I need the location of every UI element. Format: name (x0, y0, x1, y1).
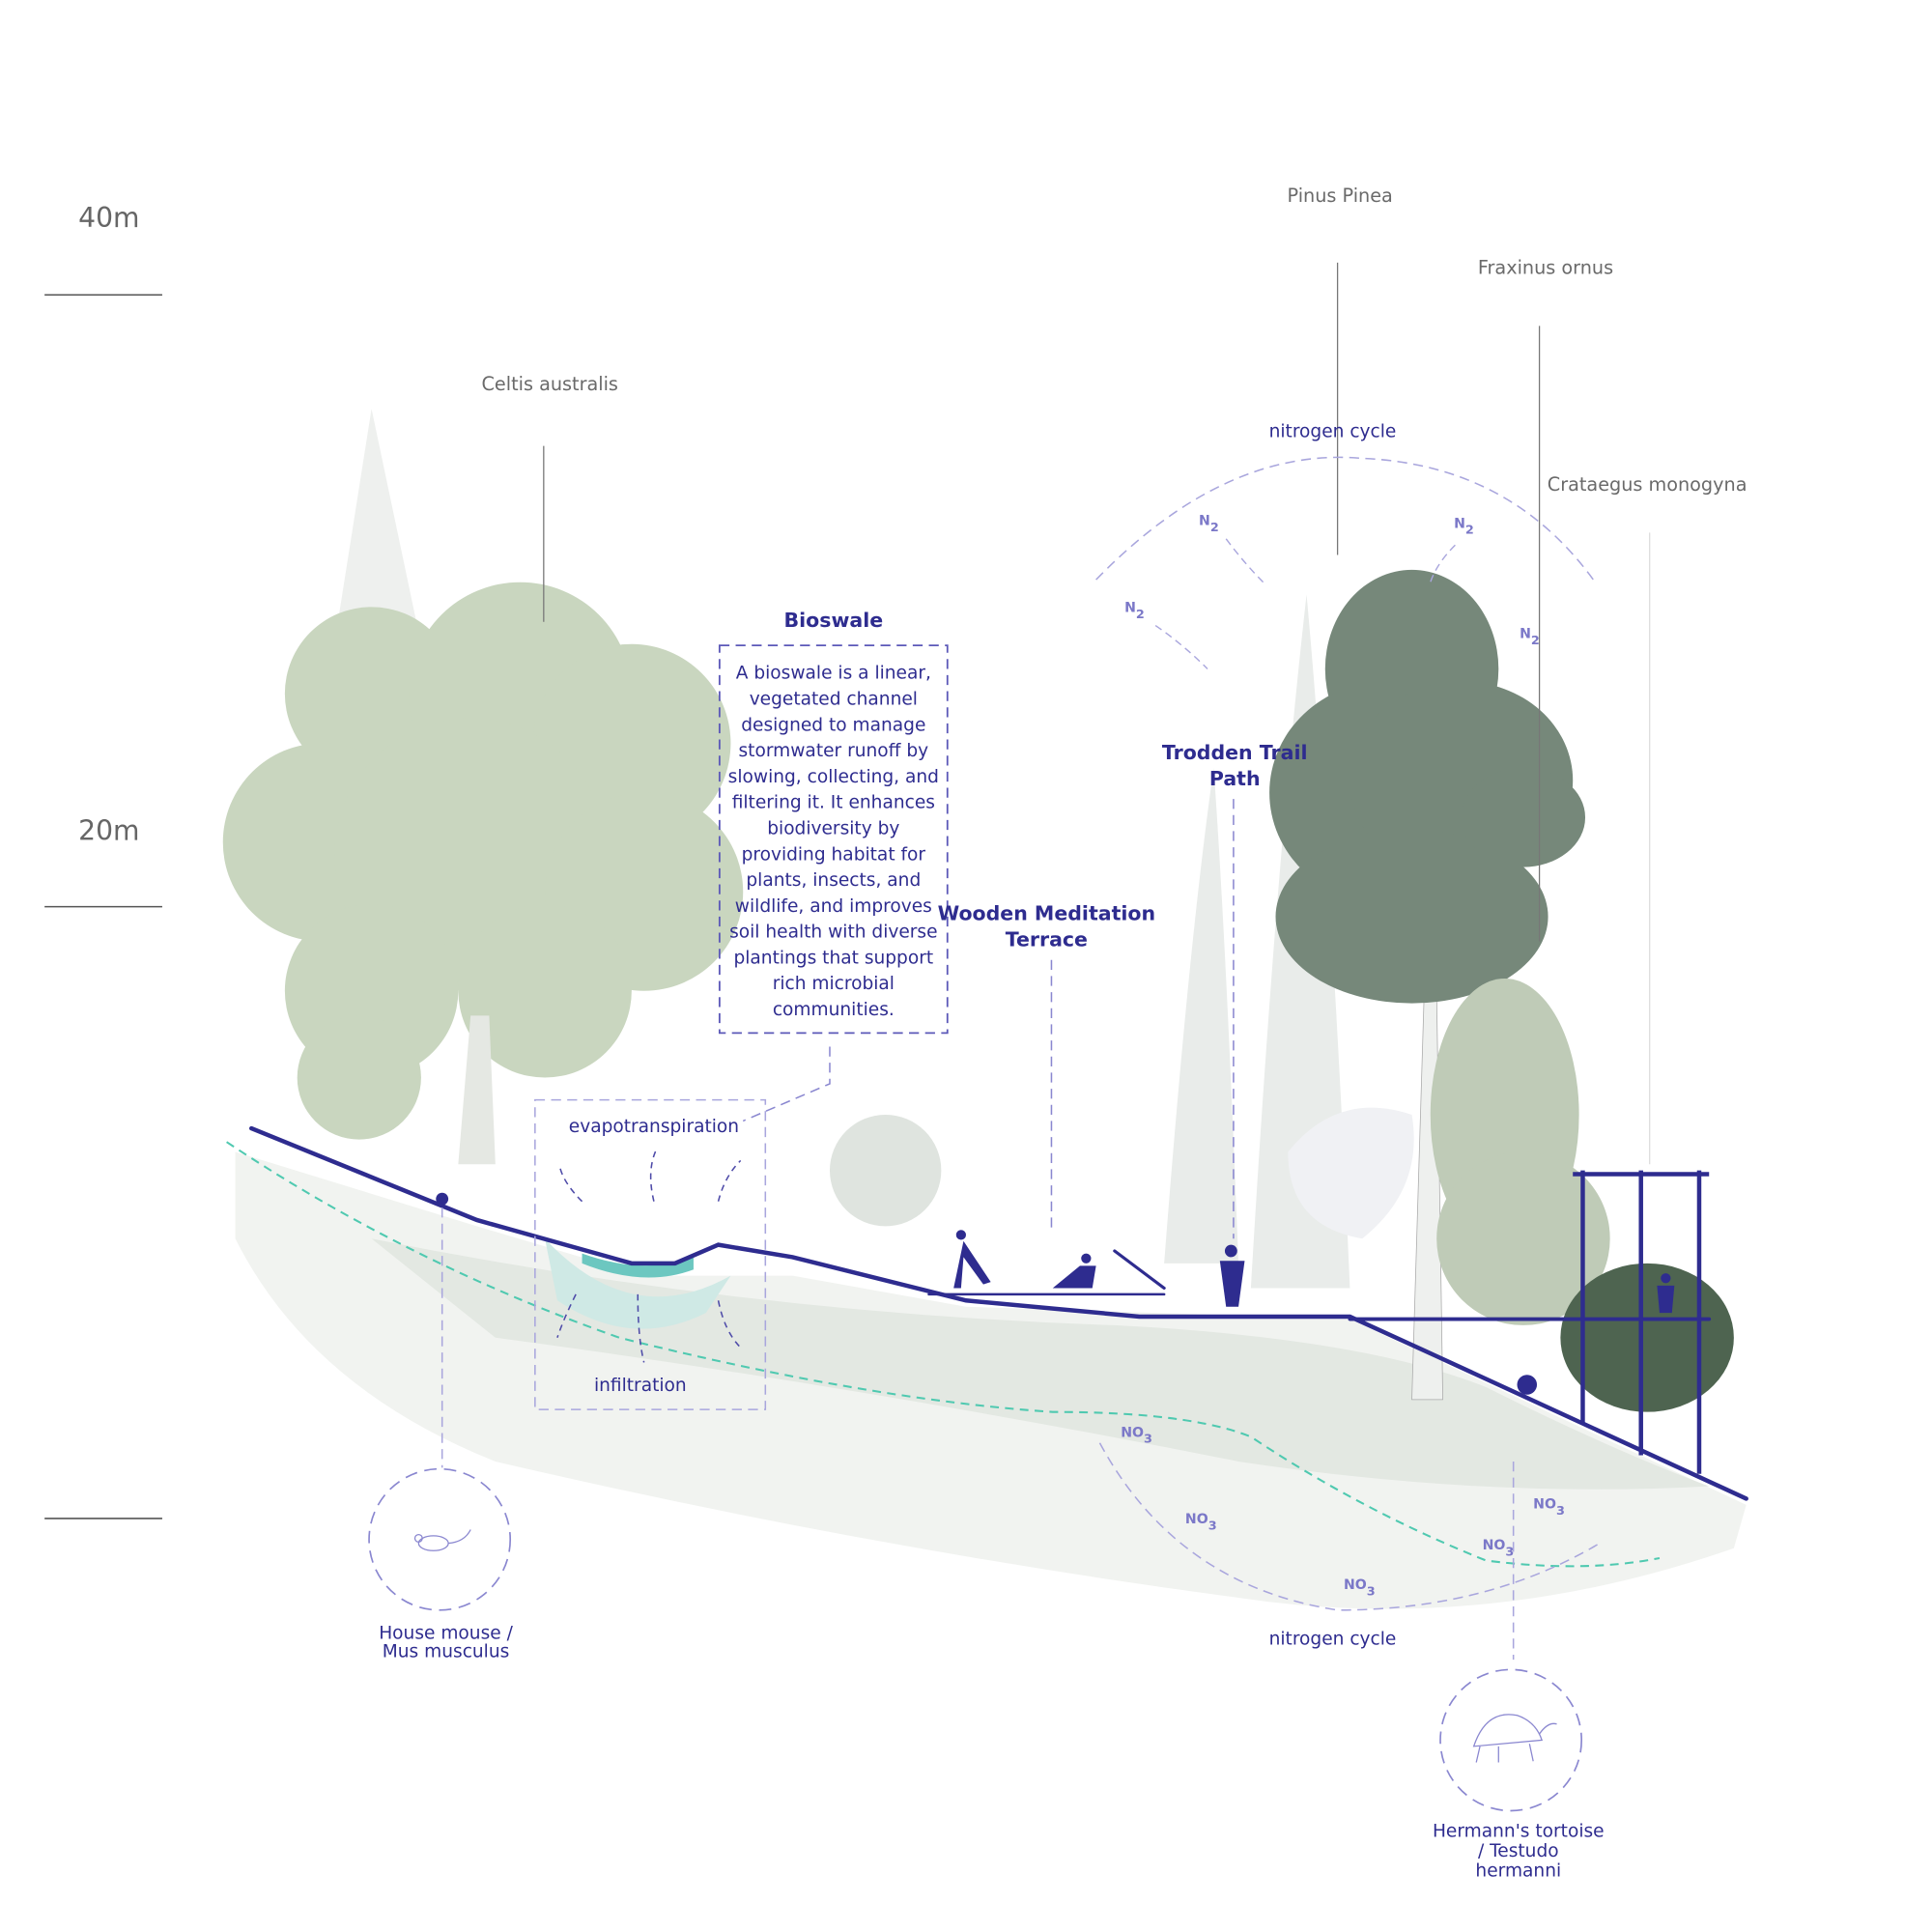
svg-text:NO3: NO3 (1185, 1512, 1217, 1533)
person-icon (955, 1230, 966, 1240)
people-figures (436, 1192, 1675, 1395)
crataegus-tree (1430, 978, 1610, 1325)
mouse-callout: House mouse / Mus musculus (368, 1207, 514, 1662)
tortoise-label-line1: Hermann's tortoise (1433, 1821, 1605, 1841)
person-icon (1517, 1375, 1538, 1395)
tortoise-label-line3: hermanni (1475, 1860, 1561, 1881)
infiltration-label: infiltration (594, 1376, 687, 1396)
tortoise-icon (1472, 1714, 1557, 1763)
mouse-label-line2: Mus musculus (383, 1642, 510, 1662)
person-icon (1081, 1253, 1092, 1264)
bioswale-description-line: plantings that support (733, 948, 933, 968)
plant-labels: Celtis australis Pinus Pinea Fraxinus or… (481, 185, 1747, 1165)
bioswale-description-line: soil health with diverse (729, 923, 937, 943)
svg-text:N2: N2 (1124, 600, 1145, 621)
nitrogen-cycle-top: nitrogen cycle N2 N2 N2 N2 (1095, 422, 1596, 669)
person-icon (1661, 1273, 1671, 1284)
svg-text:NO3: NO3 (1483, 1538, 1515, 1559)
bioswale-title: Bioswale (784, 609, 884, 632)
bioswale-description-line: stormwater runoff by (739, 741, 929, 761)
svg-text:NO3: NO3 (1344, 1577, 1376, 1599)
bioswale-description-line: providing habitat for (742, 844, 926, 865)
nitrogen-cycle-label-bottom: nitrogen cycle (1269, 1630, 1397, 1650)
nitrogen-cycle-bottom: nitrogen cycle NO3 NO3 NO3 NO3 NO3 (1098, 1425, 1599, 1650)
water-flow-arrow (226, 1141, 1661, 1568)
svg-text:NO3: NO3 (1121, 1425, 1152, 1446)
cyclist-icon (1219, 1261, 1245, 1307)
trail-callout: Trodden Trail Path (1162, 741, 1308, 1239)
bioswale-description-line: vegetated channel (750, 690, 918, 710)
bioswale-description-line: wildlife, and improves (735, 896, 932, 917)
trail-label-line1: Trodden Trail (1162, 741, 1308, 764)
tortoise-label-line2: / Testudo (1478, 1841, 1559, 1861)
shrub-dark (1560, 1263, 1734, 1412)
mouse-marker (436, 1192, 449, 1206)
nitrogen-cycle-label-top: nitrogen cycle (1269, 422, 1397, 442)
svg-text:N2: N2 (1199, 514, 1219, 535)
height-scale: 40m 20m (44, 202, 162, 1519)
bioswale-description-line: biodiversity by (767, 818, 899, 838)
bioswale-description-line: A bioswale is a linear, (736, 664, 931, 684)
person-icon (1657, 1285, 1675, 1314)
scale-label-40m: 40m (78, 202, 139, 234)
terrace-label-line2: Terrace (1006, 928, 1088, 951)
nitrogen-arc-arrow (1095, 456, 1596, 583)
bioswale-detail-frame (534, 1098, 767, 1410)
nitrogen-arc-arrow (1098, 1442, 1599, 1611)
evapotranspiration-label: evapotranspiration (569, 1117, 739, 1137)
label-pinus-pinea: Pinus Pinea (1288, 185, 1393, 207)
bioswale-description-line: plants, insects, and (746, 870, 921, 891)
svg-text:N2: N2 (1454, 516, 1474, 537)
mouse-icon (413, 1529, 471, 1551)
svg-text:NO3: NO3 (1533, 1497, 1565, 1519)
scale-label-20m: 20m (78, 814, 139, 846)
bioswale-description-line: filtering it. It enhances (732, 793, 935, 813)
bioswale-description-line: designed to manage (741, 715, 925, 735)
ground-profile (249, 1125, 1748, 1501)
terrace-label-line1: Wooden Meditation (938, 902, 1156, 925)
svg-text:N2: N2 (1520, 626, 1540, 647)
bioswale-description-line: communities. (773, 1000, 895, 1020)
bioswale-text-frame (718, 644, 949, 1035)
label-crataegus-monogyna: Crataegus monogyna (1548, 473, 1747, 496)
tortoise-callout: Hermann's tortoise / Testudo hermanni (1433, 1461, 1605, 1881)
mouse-label-line1: House mouse / (379, 1623, 513, 1643)
pergola-structure (1573, 1170, 1710, 1474)
label-celtis-australis: Celtis australis (481, 373, 617, 395)
flow-arrows (556, 1149, 742, 1363)
person-icon (953, 1240, 991, 1289)
terrace-callout: Wooden Meditation Terrace (938, 902, 1156, 1233)
celtis-tree (222, 409, 744, 1165)
label-fraxinus-ornus: Fraxinus ornus (1478, 256, 1613, 278)
trail-label-line2: Path (1209, 767, 1261, 790)
person-icon (1052, 1265, 1096, 1289)
bioswale-description-line: slowing, collecting, and (728, 767, 939, 787)
cyclist-icon (1224, 1244, 1237, 1258)
bioswale-callout: Bioswale A bioswale is a linear, vegetate… (534, 609, 949, 1410)
pinus-tree (1269, 569, 1586, 1401)
bioswale-description-line: rich microbial (773, 974, 895, 994)
